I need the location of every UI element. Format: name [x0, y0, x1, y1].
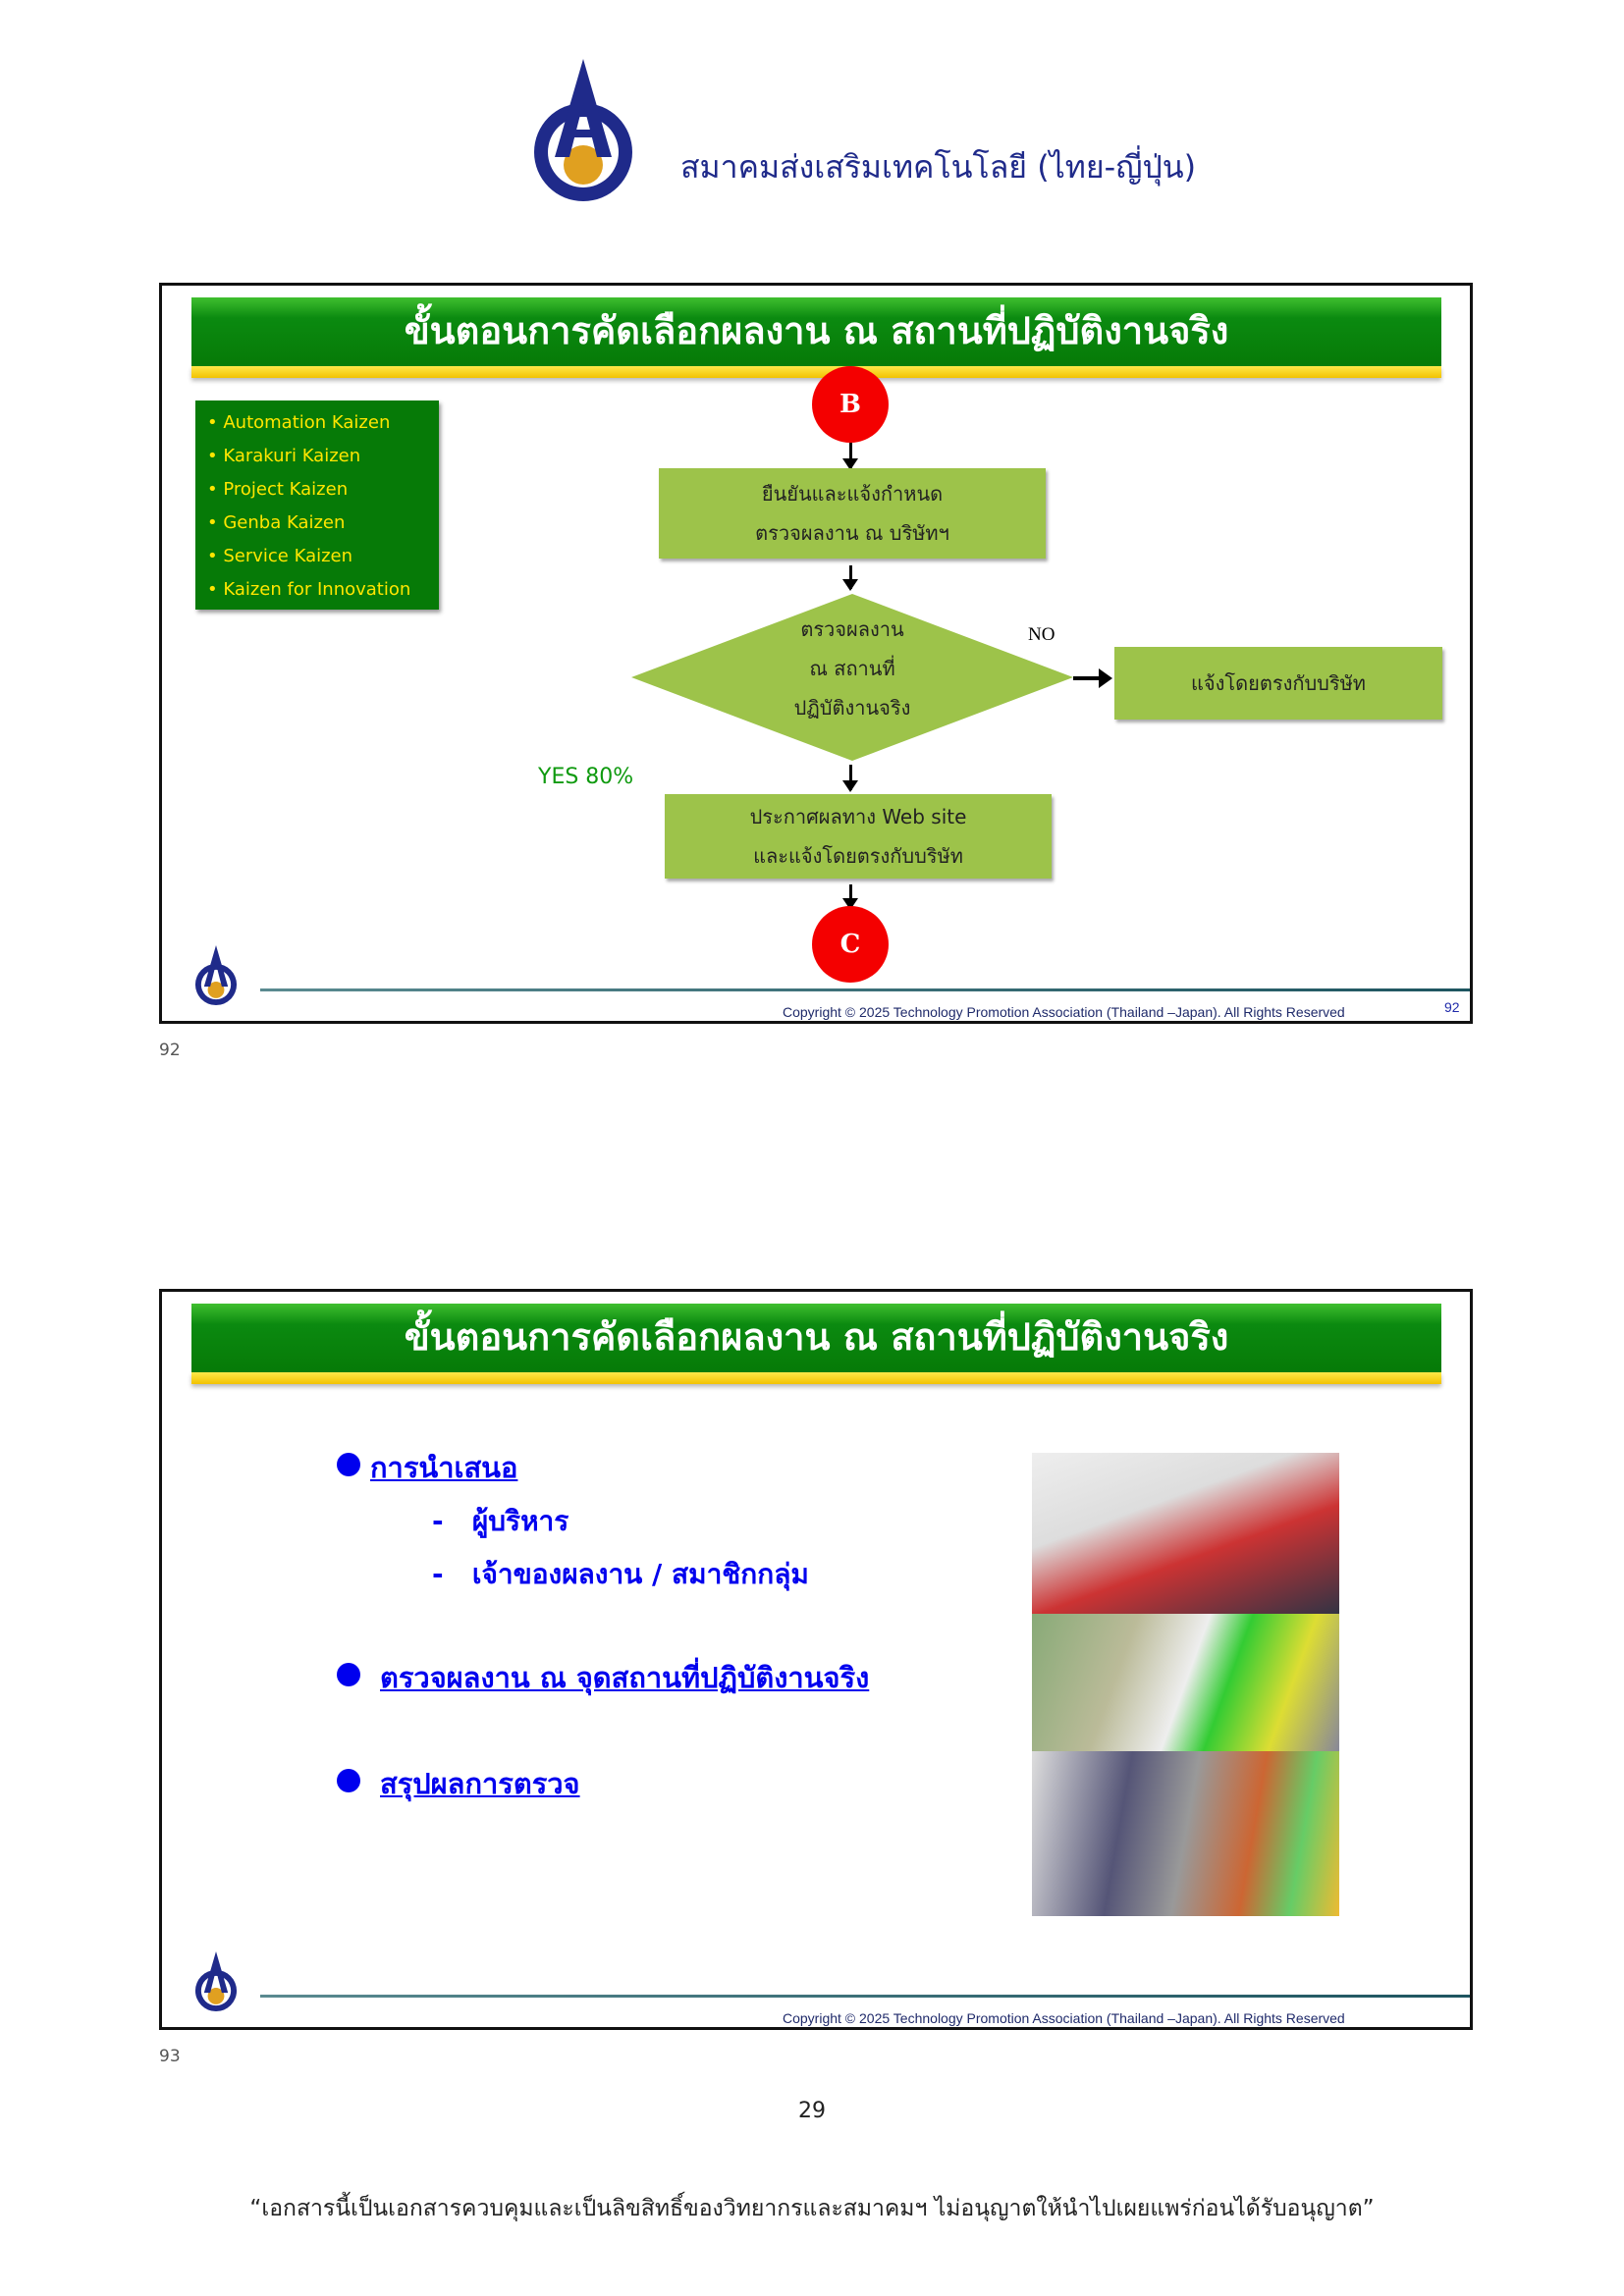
- bullet-icon: [337, 1663, 360, 1686]
- tpa-logo-small-icon: [194, 945, 238, 1006]
- bullet-icon: [337, 1453, 360, 1476]
- no-label: NO: [1028, 624, 1056, 645]
- yes-label: YES 80%: [538, 765, 634, 789]
- sub-bullet-text: ผู้บริหาร: [471, 1505, 569, 1537]
- bullet-presentation: การนำเสนอ: [370, 1451, 518, 1484]
- page-number: 29: [798, 2099, 826, 2123]
- copyright: Copyright © 2025 Technology Promotion As…: [783, 2010, 1345, 2026]
- step-line: ประกาศผลทาง Web site: [749, 805, 967, 828]
- arrow-icon: [842, 884, 858, 910]
- copyright-notice: “เอกสารนี้เป็นเอกสารควบคุมและเป็นลิขสิทธ…: [249, 2196, 1375, 2221]
- kaizen-type: Kaizen for Innovation: [223, 573, 439, 607]
- slide-title: ขั้นตอนการคัดเลือกผลงาน ณ สถานที่ปฏิบัติ…: [191, 297, 1441, 378]
- sub-bullet: - เจ้าของผลงาน / สมาชิกกลุ่ม: [432, 1558, 809, 1590]
- slide-93: ขั้นตอนการคัดเลือกผลงาน ณ สถานที่ปฏิบัติ…: [159, 1289, 1473, 2030]
- tpa-logo-icon: [534, 59, 632, 201]
- site-inspection-photo: [1032, 1614, 1339, 1751]
- slide-number: 92: [1444, 999, 1460, 1015]
- arrow-icon: [842, 765, 858, 792]
- org-name: สมาคมส่งเสริมเทคโนโลยี (ไทย-ญี่ปุ่น): [680, 148, 1197, 186]
- arrow-icon: [842, 565, 858, 591]
- decision-line: ปฏิบัติงานจริง: [793, 696, 911, 720]
- tpa-logo-small-icon: [194, 1951, 238, 2012]
- kaizen-type: Service Kaizen: [223, 540, 439, 573]
- kaizen-type: Karakuri Kaizen: [223, 440, 439, 473]
- copyright: Copyright © 2025 Technology Promotion As…: [783, 1004, 1345, 1020]
- confirm-schedule-box: ยืนยันและแจ้งกำหนด ตรวจผลงาน ณ บริษัทฯ: [659, 468, 1046, 559]
- announce-results-box: ประกาศผลทาง Web site และแจ้งโดยตรงกับบริ…: [665, 794, 1052, 879]
- slide-caption: 92: [159, 1041, 181, 1060]
- kaizen-type: Automation Kaizen: [223, 406, 439, 440]
- arrow-right-icon: [1073, 668, 1112, 688]
- sub-bullet: - ผู้บริหาร: [432, 1505, 569, 1537]
- bullet-icon: [337, 1769, 360, 1792]
- connector-b: B: [812, 366, 889, 443]
- slide-title: ขั้นตอนการคัดเลือกผลงาน ณ สถานที่ปฏิบัติ…: [191, 1304, 1441, 1384]
- bullet-summary: สรุปผลการตรวจ: [380, 1767, 580, 1800]
- step-line: ตรวจผลงาน ณ บริษัทฯ: [755, 521, 949, 545]
- step-line: และแจ้งโดยตรงกับบริษัท: [753, 844, 963, 868]
- decision-text: ตรวจผลงาน ณ สถานที่ ปฏิบัติงานจริง: [730, 610, 975, 727]
- footer-divider: [260, 988, 1470, 991]
- arrow-icon: [842, 443, 858, 470]
- decision-line: ณ สถานที่: [809, 657, 895, 680]
- kaizen-type: Genba Kaizen: [223, 507, 439, 540]
- bullet-onsite-inspection: ตรวจผลงาน ณ จุดสถานที่ปฏิบัติงานจริง: [380, 1661, 870, 1694]
- meeting-photo: [1032, 1453, 1339, 1614]
- sub-bullet-text: เจ้าของผลงาน / สมาชิกกลุ่ม: [471, 1558, 809, 1590]
- connector-c: C: [812, 906, 889, 983]
- footer-divider: [260, 1995, 1470, 1998]
- slide-caption: 93: [159, 2047, 181, 2066]
- factory-photo: [1032, 1751, 1339, 1916]
- decision-diamond: [631, 594, 1073, 761]
- kaizen-type: Project Kaizen: [223, 473, 439, 507]
- notify-company-box: แจ้งโดยตรงกับบริษัท: [1114, 647, 1442, 720]
- step-line: ยืนยันและแจ้งกำหนด: [761, 482, 944, 506]
- slide-92: ขั้นตอนการคัดเลือกผลงาน ณ สถานที่ปฏิบัติ…: [159, 283, 1473, 1024]
- decision-line: ตรวจผลงาน: [800, 617, 904, 641]
- kaizen-types-box: Automation Kaizen Karakuri Kaizen Projec…: [195, 400, 439, 610]
